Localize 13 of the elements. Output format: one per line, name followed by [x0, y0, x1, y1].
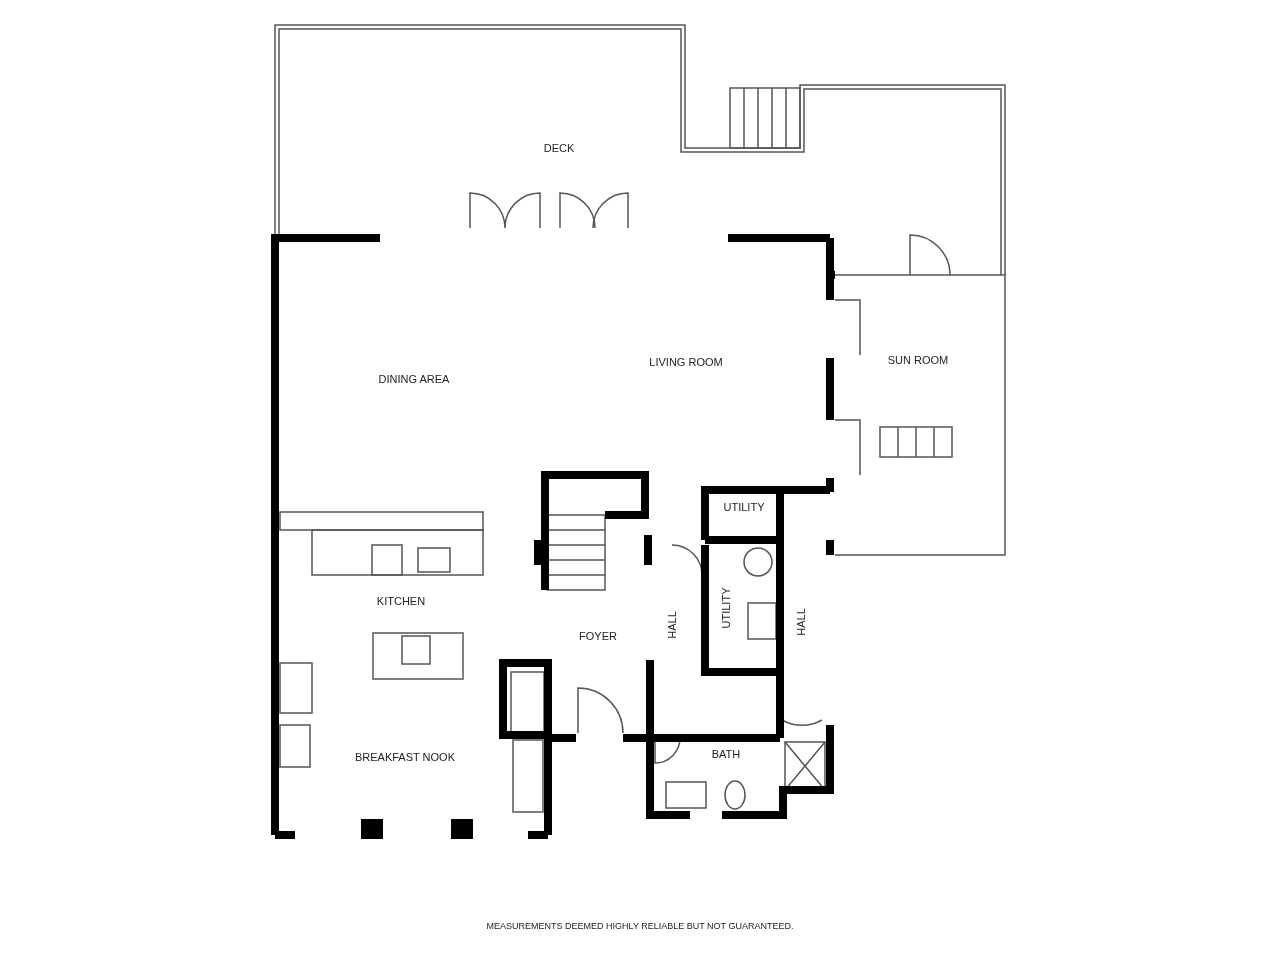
room-label: HALL — [795, 608, 807, 636]
room-label: DECK — [543, 142, 575, 154]
room-label: BREAKFAST NOOK — [354, 751, 456, 763]
room-label: HALL — [666, 611, 678, 639]
room-label: SUN ROOM — [887, 354, 949, 366]
room-label: FOYER — [579, 630, 617, 642]
room-label: UTILITY — [720, 587, 732, 629]
room-label: DINING AREA — [378, 373, 450, 385]
room-label: KITCHEN — [376, 595, 426, 607]
room-label: UTILITY — [723, 501, 765, 513]
room-label: LIVING ROOM — [649, 356, 723, 368]
room-label: BATH — [711, 748, 741, 760]
footer-note: MEASUREMENTS DEEMED HIGHLY RELIABLE BUT NOT GUARANTEED. — [485, 921, 795, 931]
